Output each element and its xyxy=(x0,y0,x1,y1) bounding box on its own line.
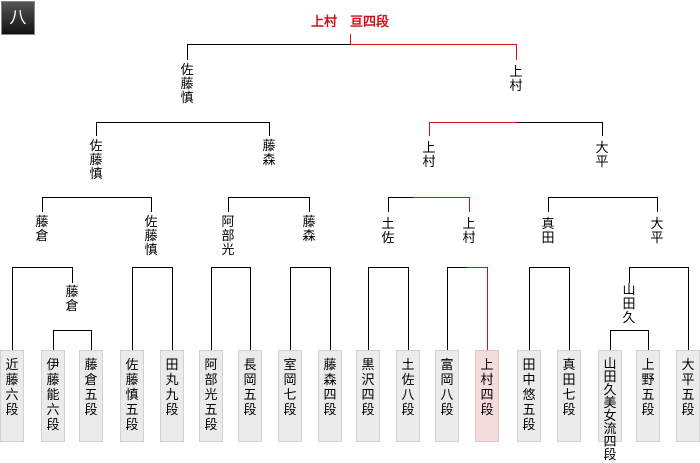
bracket-line xyxy=(187,44,351,60)
player-name: 藤倉五段 xyxy=(84,358,98,418)
bracket-line xyxy=(42,197,152,212)
player-name: 黒沢四段 xyxy=(361,358,375,418)
bracket-line xyxy=(290,267,331,350)
quarter-label: 土佐 xyxy=(381,217,395,246)
bracket-line xyxy=(132,267,173,350)
player-name: 富岡八段 xyxy=(440,358,454,418)
player-name: 大平五段 xyxy=(681,358,695,418)
player-box[interactable]: 室岡七段 xyxy=(278,350,302,442)
semi-label: 佐藤慎 xyxy=(89,139,103,182)
round-label: 山田久 xyxy=(622,283,636,326)
player-box[interactable]: 上村四段 xyxy=(475,350,499,442)
bracket-line xyxy=(517,122,603,136)
player-box[interactable]: 黒沢四段 xyxy=(356,350,380,442)
champion-title: 上村 亘四段 xyxy=(310,15,389,30)
player-name: 真田七段 xyxy=(562,358,576,418)
player-box[interactable]: 近藤六段 xyxy=(0,350,24,442)
player-name: 田中悠五段 xyxy=(522,358,536,433)
player-name: 長岡五段 xyxy=(243,358,257,418)
quarter-label: 上村 xyxy=(462,217,476,246)
player-box[interactable]: 藤森四段 xyxy=(318,350,342,442)
player-box[interactable]: 富岡八段 xyxy=(435,350,459,442)
block-icon: 八 xyxy=(9,8,27,28)
winner-path xyxy=(350,34,517,350)
bracket-line xyxy=(368,267,409,350)
bracket-line xyxy=(228,197,310,212)
quarter-label: 真田 xyxy=(541,217,555,246)
quarter-label: 藤森 xyxy=(302,215,316,244)
bracket-line xyxy=(548,197,658,212)
quarter-label: 藤倉 xyxy=(35,215,49,244)
player-box[interactable]: 土佐八段 xyxy=(396,350,420,442)
player-box[interactable]: 田丸九段 xyxy=(160,350,184,442)
player-box[interactable]: 大平五段 xyxy=(676,350,700,442)
player-name: 山田久美女流四段 xyxy=(603,357,617,463)
player-name: 藤森四段 xyxy=(323,358,337,418)
final-right-label: 上村 xyxy=(509,65,523,94)
block-badge[interactable]: 八 xyxy=(1,1,35,35)
player-name: 田丸九段 xyxy=(165,358,179,418)
player-name: 室岡七段 xyxy=(283,358,297,418)
player-box[interactable]: 長岡五段 xyxy=(238,350,262,442)
quarter-label: 阿部光 xyxy=(221,215,235,258)
player-name: 上村四段 xyxy=(480,358,494,418)
player-box[interactable]: 佐藤慎五段 xyxy=(120,350,144,442)
semi-label: 藤森 xyxy=(262,139,276,168)
bracket-line xyxy=(96,122,270,136)
quarter-label: 佐藤慎 xyxy=(144,215,158,258)
bracket-lines xyxy=(12,34,689,350)
player-name: 伊藤能六段 xyxy=(46,358,60,433)
bracket-line xyxy=(53,330,92,350)
final-left-label: 佐藤慎 xyxy=(180,63,194,106)
bracket-line xyxy=(610,330,649,350)
player-name: 土佐八段 xyxy=(401,358,415,418)
bracket-line xyxy=(447,267,467,350)
player-box[interactable]: 伊藤能六段 xyxy=(41,350,65,442)
bracket-line xyxy=(12,267,73,350)
bracket-line xyxy=(529,267,570,350)
player-box[interactable]: 田中悠五段 xyxy=(517,350,541,442)
player-box[interactable]: 山田久美女流四段 xyxy=(598,350,622,462)
player-name: 阿部光五段 xyxy=(204,358,218,433)
player-name: 上野五段 xyxy=(641,358,655,418)
bracket-line xyxy=(388,197,413,212)
player-name: 佐藤慎五段 xyxy=(125,358,139,433)
player-name: 近藤六段 xyxy=(5,358,19,418)
player-box[interactable]: 上野五段 xyxy=(636,350,660,442)
semi-label: 大平 xyxy=(595,141,609,170)
player-box[interactable]: 藤倉五段 xyxy=(79,350,103,442)
bracket-line xyxy=(211,267,251,350)
bracket-line xyxy=(629,267,689,350)
quarter-label: 大平 xyxy=(650,217,664,246)
player-box[interactable]: 真田七段 xyxy=(557,350,581,442)
round-label: 藤倉 xyxy=(65,285,79,314)
semi-label: 上村 xyxy=(422,141,436,170)
player-box[interactable]: 阿部光五段 xyxy=(199,350,223,442)
